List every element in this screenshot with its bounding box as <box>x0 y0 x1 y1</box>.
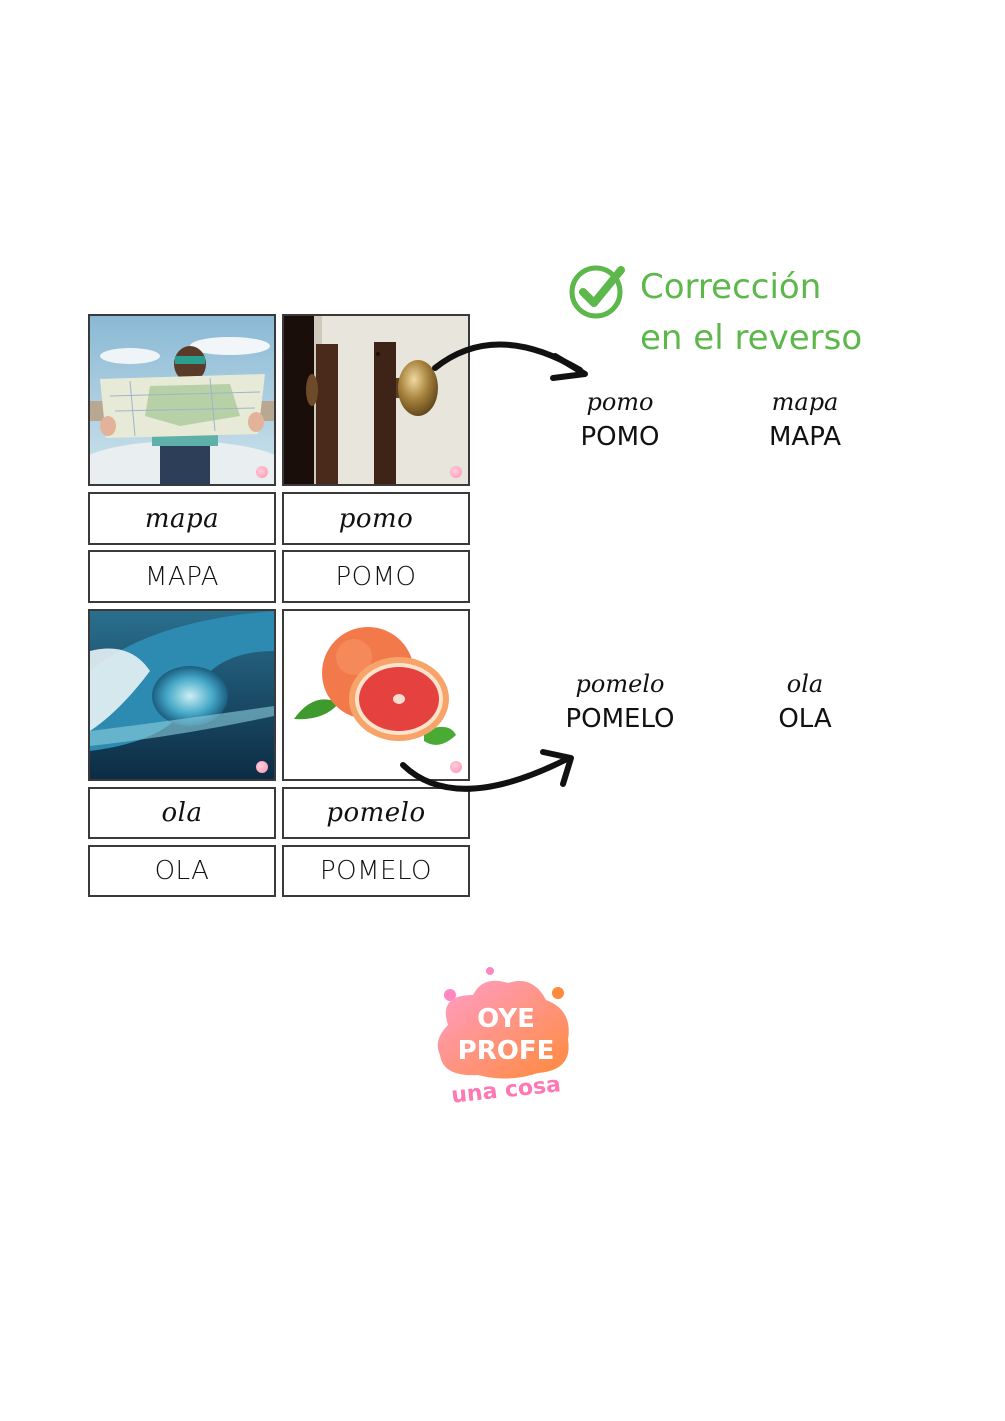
doorknob-photo <box>284 316 468 484</box>
picture-card-grapefruit <box>282 609 470 781</box>
watermark-icon <box>450 761 462 773</box>
answer-print: MAPA <box>768 422 842 452</box>
answer-cursive: ola <box>786 670 824 698</box>
answer-pomo: pomo POMO <box>540 388 700 452</box>
logo-line-2: PROFE <box>458 1036 555 1066</box>
grapefruit-photo <box>284 611 468 779</box>
answer-print: POMELO <box>565 704 675 734</box>
cursive-word: pomelo <box>326 798 426 828</box>
watermark-icon <box>256 466 268 478</box>
curved-arrow-icon <box>432 341 588 381</box>
picture-card-map <box>88 314 276 486</box>
answer-cursive: pomo <box>586 388 654 416</box>
cursive-word: mapa <box>144 503 220 534</box>
answer-cursive: pomelo <box>575 670 665 698</box>
picture-card-wave <box>88 609 276 781</box>
answer-print: POMO <box>580 422 660 452</box>
word-card-print-pomelo: POMELO <box>282 845 470 897</box>
answer-print: OLA <box>778 704 832 734</box>
wave-photo <box>90 611 274 779</box>
word-card-print-ola: OLA <box>88 845 276 897</box>
heading-line-2: en el reverso <box>640 318 863 358</box>
oye-profe-logo: OYE PROFE una cosa <box>437 967 569 1105</box>
answer-ola: ola OLA <box>725 670 885 734</box>
word-card-cursive-ola: ola <box>88 787 276 839</box>
print-word: POMELO <box>319 856 433 886</box>
picture-card-doorknob <box>282 314 470 486</box>
word-card-cursive-pomo: pomo <box>282 492 470 545</box>
logo-line-1: OYE <box>477 1004 535 1034</box>
word-card-print-mapa: MAPA <box>88 550 276 603</box>
word-card-print-pomo: POMO <box>282 550 470 603</box>
answer-pomelo: pomelo POMELO <box>540 670 700 734</box>
watermark-icon <box>256 761 268 773</box>
print-word: MAPA <box>144 561 220 592</box>
cursive-word: ola <box>161 798 203 828</box>
correction-heading: Corrección en el reverso <box>640 262 862 364</box>
check-circle-icon <box>569 265 625 319</box>
answer-mapa: mapa MAPA <box>725 388 885 452</box>
word-card-cursive-pomelo: pomelo <box>282 787 470 839</box>
curved-arrow-icon <box>400 749 574 792</box>
print-word: OLA <box>154 856 210 886</box>
print-word: POMO <box>335 561 417 592</box>
word-card-cursive-mapa: mapa <box>88 492 276 545</box>
watermark-icon <box>450 466 462 478</box>
logo-line-3: una cosa <box>450 1072 562 1105</box>
answer-cursive: mapa <box>771 388 839 416</box>
map-photo <box>90 316 274 484</box>
heading-line-1: Corrección <box>640 267 822 307</box>
cursive-word: pomo <box>338 503 414 534</box>
